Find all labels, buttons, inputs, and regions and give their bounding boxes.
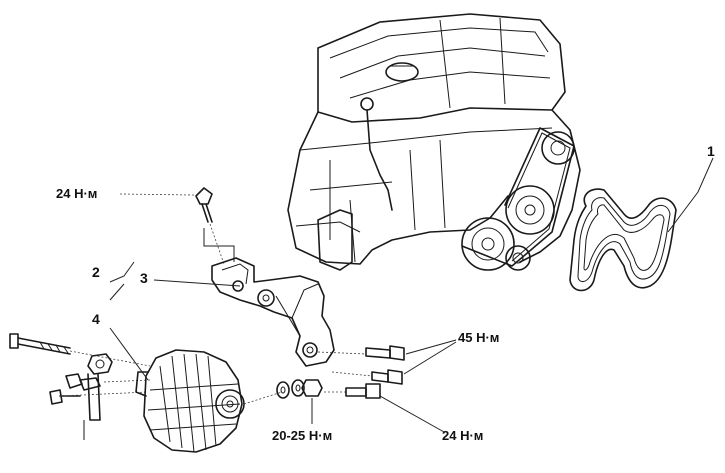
alternator-icon: [135, 349, 283, 453]
label-part-3: 3: [140, 270, 148, 286]
label-part-1: 1: [707, 143, 715, 159]
label-torque-lower-bolt: 24 Н·м: [442, 428, 484, 443]
label-part-4: 4: [92, 311, 100, 327]
upper-bolt-icon: [195, 187, 235, 265]
label-part-2: 2: [92, 264, 100, 280]
engine-block-icon: [287, 13, 581, 271]
label-torque-bracket-bolt: 24 Н·м: [56, 186, 98, 201]
belt-icon: [569, 188, 677, 292]
long-bolt-icon: [9, 333, 151, 367]
small-hardware-icon: [49, 353, 151, 440]
washer-nut-icon: [276, 379, 323, 399]
label-torque-mount-bolts: 45 Н·м: [458, 330, 500, 345]
bracket-icon: [211, 257, 335, 367]
leader-lines: [109, 157, 714, 433]
label-torque-nut: 20-25 Н·м: [272, 428, 333, 443]
right-bolts-icon: [317, 345, 405, 399]
